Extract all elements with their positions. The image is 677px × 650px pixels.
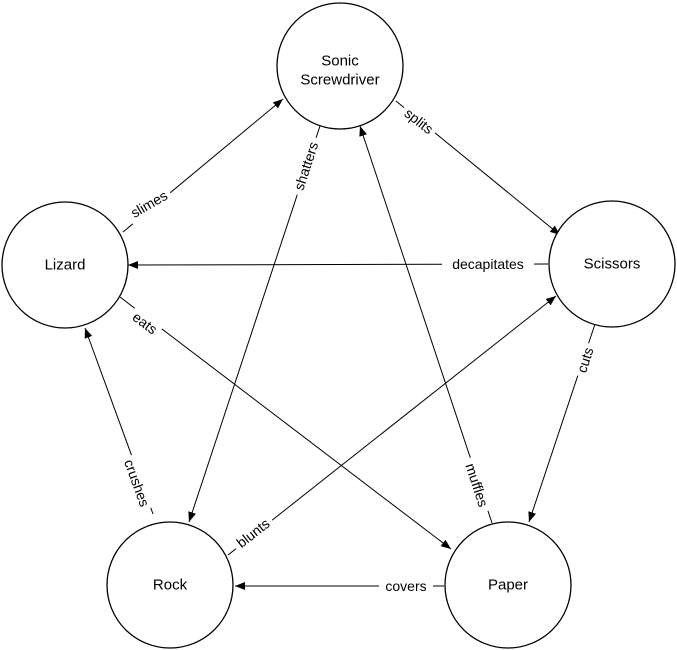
edge-muffles: muffles xyxy=(359,125,496,524)
edge-label-slimes: slimes xyxy=(128,187,170,221)
node-scissors: Scissors xyxy=(548,200,676,328)
node-label-sonic-line2: Screwdriver xyxy=(300,72,379,89)
edge-line-eats xyxy=(119,296,452,550)
node-lizard: Lizard xyxy=(1,201,129,329)
node-label-paper: Paper xyxy=(488,577,528,594)
node-sonic-screwdriver: Sonic Screwdriver xyxy=(276,2,404,130)
edge-label-shatters: shatters xyxy=(291,140,322,192)
edge-blunts: blunts xyxy=(227,295,557,556)
edge-cuts: cuts xyxy=(528,323,600,523)
edge-covers: covers xyxy=(235,576,444,596)
edge-line-blunts xyxy=(227,295,557,556)
edge-label-cuts: cuts xyxy=(573,345,596,374)
edge-splits: splits xyxy=(395,100,561,236)
node-rock: Rock xyxy=(106,521,234,649)
edge-eats: eats xyxy=(119,296,452,550)
node-label-scissors: Scissors xyxy=(584,256,641,273)
node-label-lizard: Lizard xyxy=(45,257,86,274)
edge-label-crushes: crushes xyxy=(121,457,153,509)
node-label-rock: Rock xyxy=(153,577,188,594)
edge-label-decapitates: decapitates xyxy=(452,256,524,272)
edge-label-covers: covers xyxy=(385,578,426,594)
edge-line-muffles xyxy=(359,125,493,524)
edge-crushes: crushes xyxy=(84,327,156,515)
node-paper: Paper xyxy=(444,521,572,649)
edge-decapitates: decapitates xyxy=(127,254,549,274)
edge-slimes: slimes xyxy=(122,98,284,233)
edge-shatters: shatters xyxy=(188,125,325,523)
node-label-sonic-line1: Sonic xyxy=(321,53,359,70)
